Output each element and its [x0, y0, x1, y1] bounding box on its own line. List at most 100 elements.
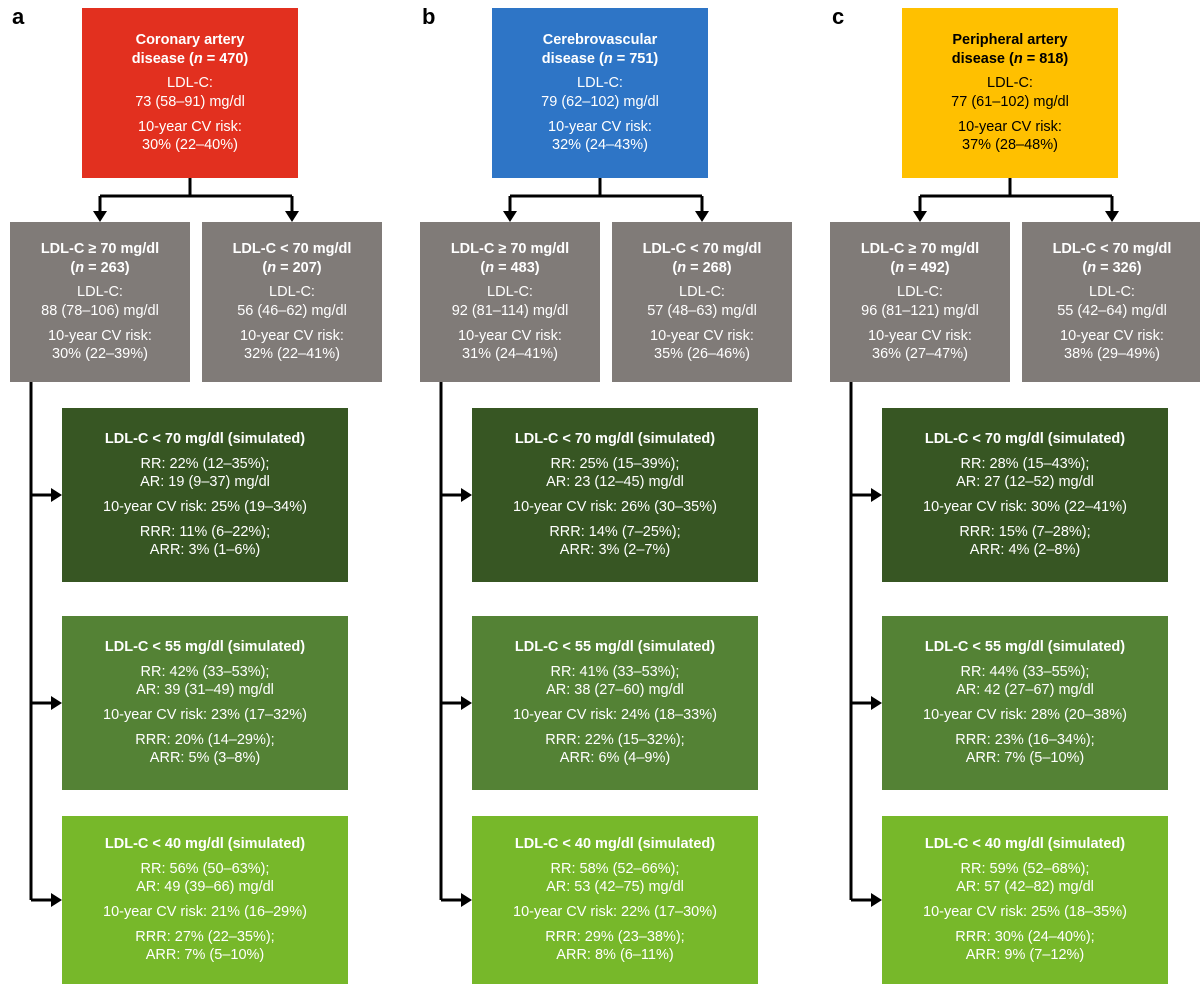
- risk-label: 10-year CV risk:: [240, 327, 344, 346]
- risk-value: 35% (26–46%): [654, 345, 750, 364]
- rr-line: RR: 28% (15–43%);: [961, 455, 1090, 474]
- split-count-value: = 263): [84, 259, 130, 276]
- arrowhead-right: [461, 488, 472, 502]
- arr-text: ARR: 7% (5–10%): [965, 750, 1085, 767]
- sim-title: LDL-C < 55 mg/dl (simulated): [925, 638, 1125, 657]
- risk-label-text: 10-year CV risk:: [958, 118, 1062, 135]
- cv-risk-line: 10-year CV risk: 26% (30–35%): [513, 498, 717, 517]
- split-count-prefix: (: [890, 259, 896, 276]
- rr-line: RR: 42% (33–53%);: [141, 663, 270, 682]
- ldl-value: 79 (62–102) mg/dl: [541, 93, 659, 112]
- ar-line: AR: 53 (42–75) mg/dl: [546, 878, 684, 897]
- n-symbol: n: [895, 259, 905, 276]
- risk-value-text: 38% (29–49%): [1064, 346, 1160, 363]
- ldl-value-text: 56 (46–62) mg/dl: [237, 303, 347, 319]
- risk-value: 31% (24–41%): [462, 345, 558, 364]
- ar-line: AR: 27 (12–52) mg/dl: [956, 473, 1094, 492]
- risk-value-text: 35% (26–46%): [654, 346, 750, 363]
- arrowhead-right: [871, 893, 882, 907]
- risk-label-text: 10-year CV risk:: [548, 118, 652, 135]
- ldl-value-text: 55 (42–64) mg/dl: [1057, 303, 1167, 319]
- rrr-text: RRR: 14% (7–25%);: [549, 523, 681, 540]
- n-symbol: n: [267, 259, 277, 276]
- panel-letter: c: [832, 4, 845, 29]
- split-count-value: = 492): [904, 259, 950, 276]
- split-title-text: LDL-C < 70 mg/dl: [1052, 241, 1172, 258]
- split-box-low: LDL-C < 70 mg/dl(n = 268)LDL-C:57 (48–63…: [612, 222, 792, 382]
- cv-risk-line: 10-year CV risk: 23% (17–32%): [103, 706, 307, 725]
- ldl-label: LDL-C:: [77, 283, 123, 302]
- sim-title-text: LDL-C < 55 mg/dl (simulated): [104, 639, 306, 656]
- arrowhead-down: [695, 211, 709, 222]
- ldl-label-text: LDL-C:: [269, 284, 315, 301]
- risk-value-text: 30% (22–40%): [142, 137, 238, 154]
- arrowhead-right: [51, 488, 62, 502]
- cv-risk-line: 10-year CV risk: 25% (18–35%): [923, 903, 1127, 922]
- disease-title-line1: Peripheral artery: [952, 32, 1068, 49]
- rrr-line: RRR: 15% (7–28%);: [959, 523, 1090, 542]
- split-count-prefix: (: [70, 259, 76, 276]
- risk-label-text: 10-year CV risk:: [458, 327, 562, 344]
- split-count-prefix: (: [480, 259, 486, 276]
- rr-line: RR: 41% (33–53%);: [551, 663, 680, 682]
- simulated-box-2: LDL-C < 55 mg/dl (simulated)RR: 41% (33–…: [472, 616, 758, 790]
- split-count: (n = 268): [672, 259, 731, 278]
- arrowhead-down: [913, 211, 927, 222]
- n-symbol: n: [1087, 259, 1097, 276]
- risk-label: 10-year CV risk:: [868, 327, 972, 346]
- ldl-value-text: 92 (81–114) mg/dl: [451, 303, 569, 319]
- rr-text: RR: 25% (15–39%);: [550, 455, 680, 472]
- sim-title-text: LDL-C < 40 mg/dl (simulated): [104, 836, 306, 853]
- disease-count-value: = 751): [612, 50, 659, 67]
- ldl-label: LDL-C:: [487, 283, 533, 302]
- risk-value: 32% (24–43%): [552, 136, 648, 155]
- rrr-text: RRR: 27% (22–35%);: [135, 928, 275, 945]
- ldl-value: 77 (61–102) mg/dl: [951, 93, 1069, 112]
- split-count-value: = 483): [494, 259, 540, 276]
- ldl-label-text: LDL-C:: [1089, 284, 1135, 301]
- ar-text: AR: 39 (31–49) mg/dl: [136, 682, 274, 699]
- risk-label-text: 10-year CV risk:: [650, 327, 754, 344]
- ldl-label-text: LDL-C:: [987, 75, 1033, 92]
- simulated-box-3: LDL-C < 40 mg/dl (simulated)RR: 56% (50–…: [62, 816, 348, 984]
- ar-text: AR: 23 (12–45) mg/dl: [546, 474, 684, 491]
- ar-text: AR: 53 (42–75) mg/dl: [546, 879, 684, 896]
- ldl-value: 96 (81–121) mg/dl: [861, 302, 979, 321]
- rr-text: RR: 58% (52–66%);: [550, 860, 680, 877]
- cv-risk-text: 10-year CV risk: 22% (17–30%): [513, 904, 717, 920]
- cv-risk-line: 10-year CV risk: 22% (17–30%): [513, 903, 717, 922]
- ldl-value-text: 96 (81–121) mg/dl: [861, 303, 979, 319]
- split-count-prefix: (: [672, 259, 678, 276]
- risk-value-text: 36% (27–47%): [872, 346, 968, 363]
- n-symbol: n: [1013, 50, 1023, 67]
- split-count-value: = 207): [276, 259, 322, 276]
- arr-text: ARR: 7% (5–10%): [145, 947, 265, 964]
- risk-label: 10-year CV risk:: [958, 118, 1062, 137]
- ar-line: AR: 38 (27–60) mg/dl: [546, 681, 684, 700]
- arrowhead-down: [285, 211, 299, 222]
- arr-text: ARR: 9% (7–12%): [965, 947, 1085, 964]
- cv-risk-text: 10-year CV risk: 26% (30–35%): [513, 499, 717, 515]
- disease-count: disease (n = 751): [542, 50, 658, 69]
- arrowhead-down: [93, 211, 107, 222]
- risk-label: 10-year CV risk:: [458, 327, 562, 346]
- split-box-high: LDL-C ≥ 70 mg/dl(n = 263)LDL-C:88 (78–10…: [10, 222, 190, 382]
- ldl-value: 57 (48–63) mg/dl: [647, 302, 757, 321]
- rrr-text: RRR: 30% (24–40%);: [955, 928, 1095, 945]
- arr-line: ARR: 7% (5–10%): [146, 946, 264, 965]
- ldl-label: LDL-C:: [269, 283, 315, 302]
- ar-line: AR: 57 (42–82) mg/dl: [956, 878, 1094, 897]
- arr-text: ARR: 8% (6–11%): [556, 947, 674, 964]
- ar-text: AR: 49 (39–66) mg/dl: [136, 879, 274, 896]
- risk-label: 10-year CV risk:: [138, 118, 242, 137]
- n-symbol: n: [75, 259, 85, 276]
- disease-title-line1: Cerebrovascular: [542, 32, 658, 49]
- simulated-box-2: LDL-C < 55 mg/dl (simulated)RR: 44% (33–…: [882, 616, 1168, 790]
- disease-count-value: = 470): [202, 50, 249, 67]
- arr-line: ARR: 3% (2–7%): [560, 541, 670, 560]
- arrowhead-right: [461, 893, 472, 907]
- ldl-label: LDL-C:: [897, 283, 943, 302]
- cv-risk-text: 10-year CV risk: 28% (20–38%): [923, 707, 1127, 723]
